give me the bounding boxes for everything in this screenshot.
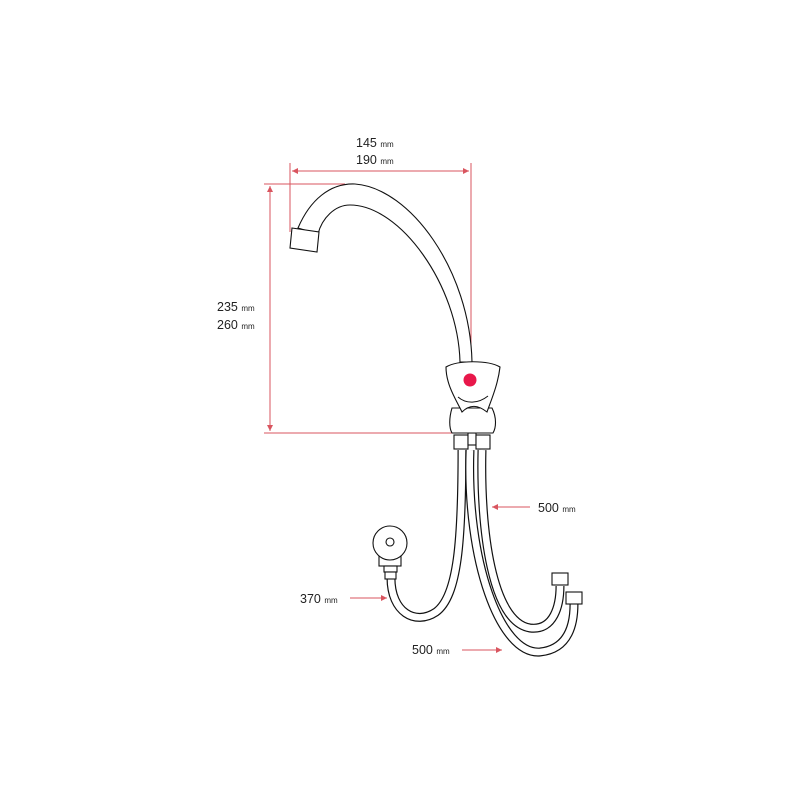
spout <box>297 183 473 363</box>
reach-label-1: 145 mm <box>356 136 394 150</box>
hose-end-fitting <box>565 591 583 605</box>
hose-upper-label: 500 mm <box>538 501 576 515</box>
aerator-nozzle <box>289 227 320 253</box>
hose-left <box>386 449 467 622</box>
reach-label-2: 190 mm <box>356 153 394 167</box>
hose-lower <box>465 449 579 657</box>
connector <box>467 432 477 446</box>
height-label-1: 235 mm <box>217 300 255 314</box>
angle-valve <box>372 525 408 580</box>
handle <box>445 361 501 413</box>
connector <box>475 434 491 450</box>
hose-left-label: 370 mm <box>300 592 338 606</box>
hot-water-indicator-icon <box>463 373 477 387</box>
height-dimension <box>264 183 455 434</box>
height-label-2: 260 mm <box>217 318 255 332</box>
connector <box>453 434 469 450</box>
mixer-base <box>449 407 497 434</box>
hose-end-fitting <box>551 572 569 586</box>
hose-lower-label: 500 mm <box>412 643 450 657</box>
hose-upper <box>477 449 565 633</box>
reach-dimension <box>289 163 472 372</box>
